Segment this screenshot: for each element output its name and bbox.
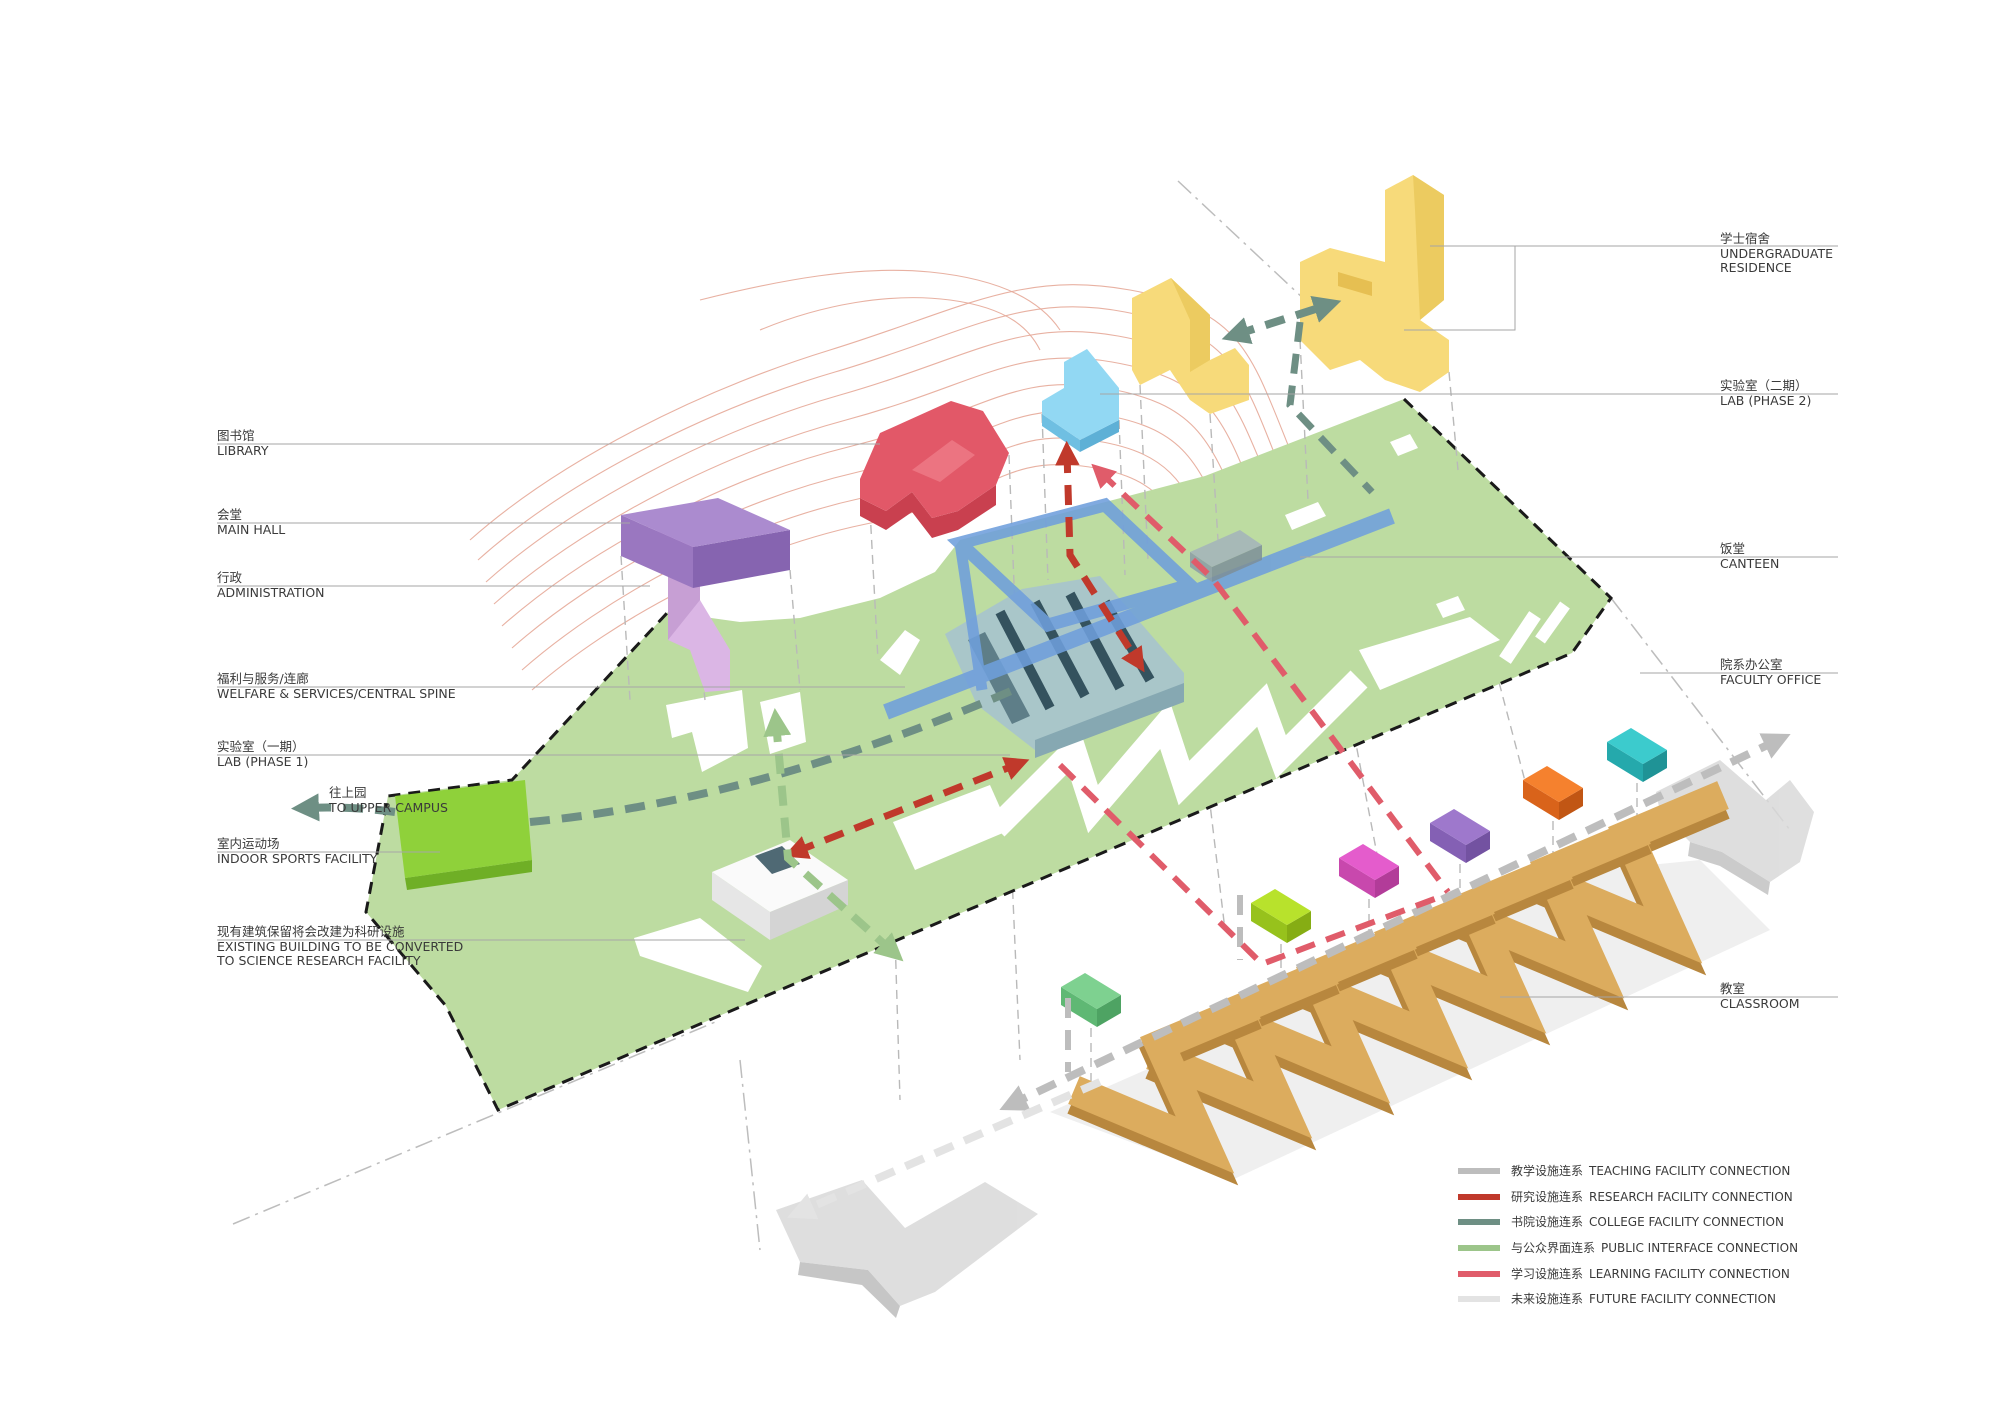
guide-line — [232, 1019, 721, 1225]
faculty-office-magenta — [1339, 844, 1399, 898]
lab-phase-2-label-en: LAB (PHASE 2) — [1720, 393, 1811, 408]
footprint — [1390, 434, 1418, 456]
existing-building-label-en2: TO SCIENCE RESEARCH FACILITY — [216, 953, 421, 968]
lab-phase-1-label-en: LAB (PHASE 1) — [217, 754, 308, 769]
lab-phase-2-building — [1042, 349, 1119, 452]
faculty-office-teal — [1607, 728, 1667, 782]
footprint — [1436, 596, 1465, 618]
research-connection — [1055, 440, 1145, 673]
guide-line — [739, 1059, 761, 1251]
footprint-slash — [1535, 601, 1570, 644]
faculty-office-label-en: FACULTY OFFICE — [1720, 672, 1821, 687]
upper-campus-label-cn: 往上园 — [329, 785, 367, 800]
lab-phase-1-label-cn: 实验室（一期） — [217, 739, 305, 754]
college-connection — [291, 793, 396, 822]
residence-block-shade — [1413, 175, 1444, 320]
road — [634, 918, 762, 992]
leader-lines — [217, 245, 1838, 998]
footprint-slash — [1499, 611, 1541, 664]
faculty-office-lime — [1251, 889, 1311, 943]
indoor-sports-label-cn: 室内运动场 — [217, 836, 280, 851]
residence-label-en2: RESIDENCE — [1720, 260, 1792, 275]
welfare-label-cn: 福利与服务/连廊 — [217, 671, 309, 686]
projection-line — [789, 569, 801, 691]
site-boundary — [364, 397, 1613, 1112]
main-hall-label-en: MAIN HALL — [217, 522, 285, 537]
existing-building-label-en: EXISTING BUILDING TO BE CONVERTED — [217, 939, 463, 954]
projection-line — [620, 555, 631, 701]
projection-line — [1041, 413, 1049, 581]
leader-residence-bracket — [1404, 246, 1516, 331]
connections — [291, 295, 1451, 968]
undergraduate-residence — [1132, 175, 1449, 414]
projection-line — [1448, 371, 1459, 471]
library-label-en: LIBRARY — [217, 443, 269, 458]
canteen-label-en: CANTEEN — [1720, 556, 1779, 571]
lab-phase-1-front — [1035, 683, 1184, 758]
contour-line — [699, 269, 1061, 331]
teaching-connection — [999, 733, 1791, 1111]
upper-campus-label-en: TO UPPER CAMPUS — [328, 800, 448, 815]
future-facility-left — [776, 1180, 1038, 1318]
spine-link — [954, 542, 988, 691]
main-hall-label-cn: 会堂 — [217, 507, 242, 522]
learning-connection — [1091, 463, 1451, 894]
faculty-office-label-cn: 院系办公室 — [1720, 657, 1783, 672]
college-connection — [1286, 321, 1375, 495]
faculty-office-purple — [1430, 809, 1490, 863]
contour-line — [477, 306, 1281, 561]
residence-block-shade — [1171, 278, 1210, 372]
labels-left: 图书馆 LIBRARY 会堂 MAIN HALL 行政 ADMINISTRATI… — [216, 428, 463, 968]
welfare-label-en: WELFARE & SERVICES/CENTRAL SPINE — [217, 686, 456, 701]
residence-courtyard — [1338, 272, 1372, 296]
classroom-label-cn: 教室 — [1720, 981, 1745, 996]
existing-building-label-cn: 现有建筑保留将会改建为科研设施 — [217, 924, 405, 939]
canteen-label-cn: 饭堂 — [1720, 541, 1745, 556]
labels-right: 学士宿舍 UNDERGRADUATE RESIDENCE 实验室（二期） LAB… — [1720, 231, 1833, 1011]
projection-line — [1209, 413, 1219, 541]
guide-line — [1177, 180, 1306, 301]
contour-line — [759, 297, 1041, 351]
classroom-label-en: CLASSROOM — [1720, 996, 1800, 1011]
main-hall-building — [621, 498, 790, 588]
future-block-side — [798, 1262, 900, 1318]
college-connection — [1221, 295, 1342, 345]
teaching-connection — [1065, 895, 1243, 1072]
future-connection — [787, 1078, 1102, 1220]
administration-label-en: ADMINISTRATION — [217, 585, 325, 600]
residence-label-cn: 学士宿舍 — [1720, 231, 1771, 246]
administration-label-cn: 行政 — [217, 570, 243, 585]
library-building — [860, 401, 1009, 538]
projection-line — [869, 509, 879, 661]
library-label-cn: 图书馆 — [217, 428, 255, 443]
indoor-sports-label-en: INDOOR SPORTS FACILITY — [217, 851, 378, 866]
zigzag-path — [987, 670, 1368, 837]
lab-phase-2-label-cn: 实验室（二期） — [1720, 378, 1808, 393]
footprint — [666, 690, 748, 772]
footprint — [880, 630, 920, 675]
public-connection — [763, 708, 904, 962]
lab-ramp — [968, 632, 1030, 724]
footprint — [1359, 617, 1500, 690]
residence-label-en: UNDERGRADUATE — [1720, 246, 1833, 261]
future-block — [776, 1180, 1038, 1306]
faculty-office-orange — [1523, 766, 1583, 820]
footprint — [1285, 502, 1326, 530]
indoor-sports-facility — [395, 780, 532, 890]
